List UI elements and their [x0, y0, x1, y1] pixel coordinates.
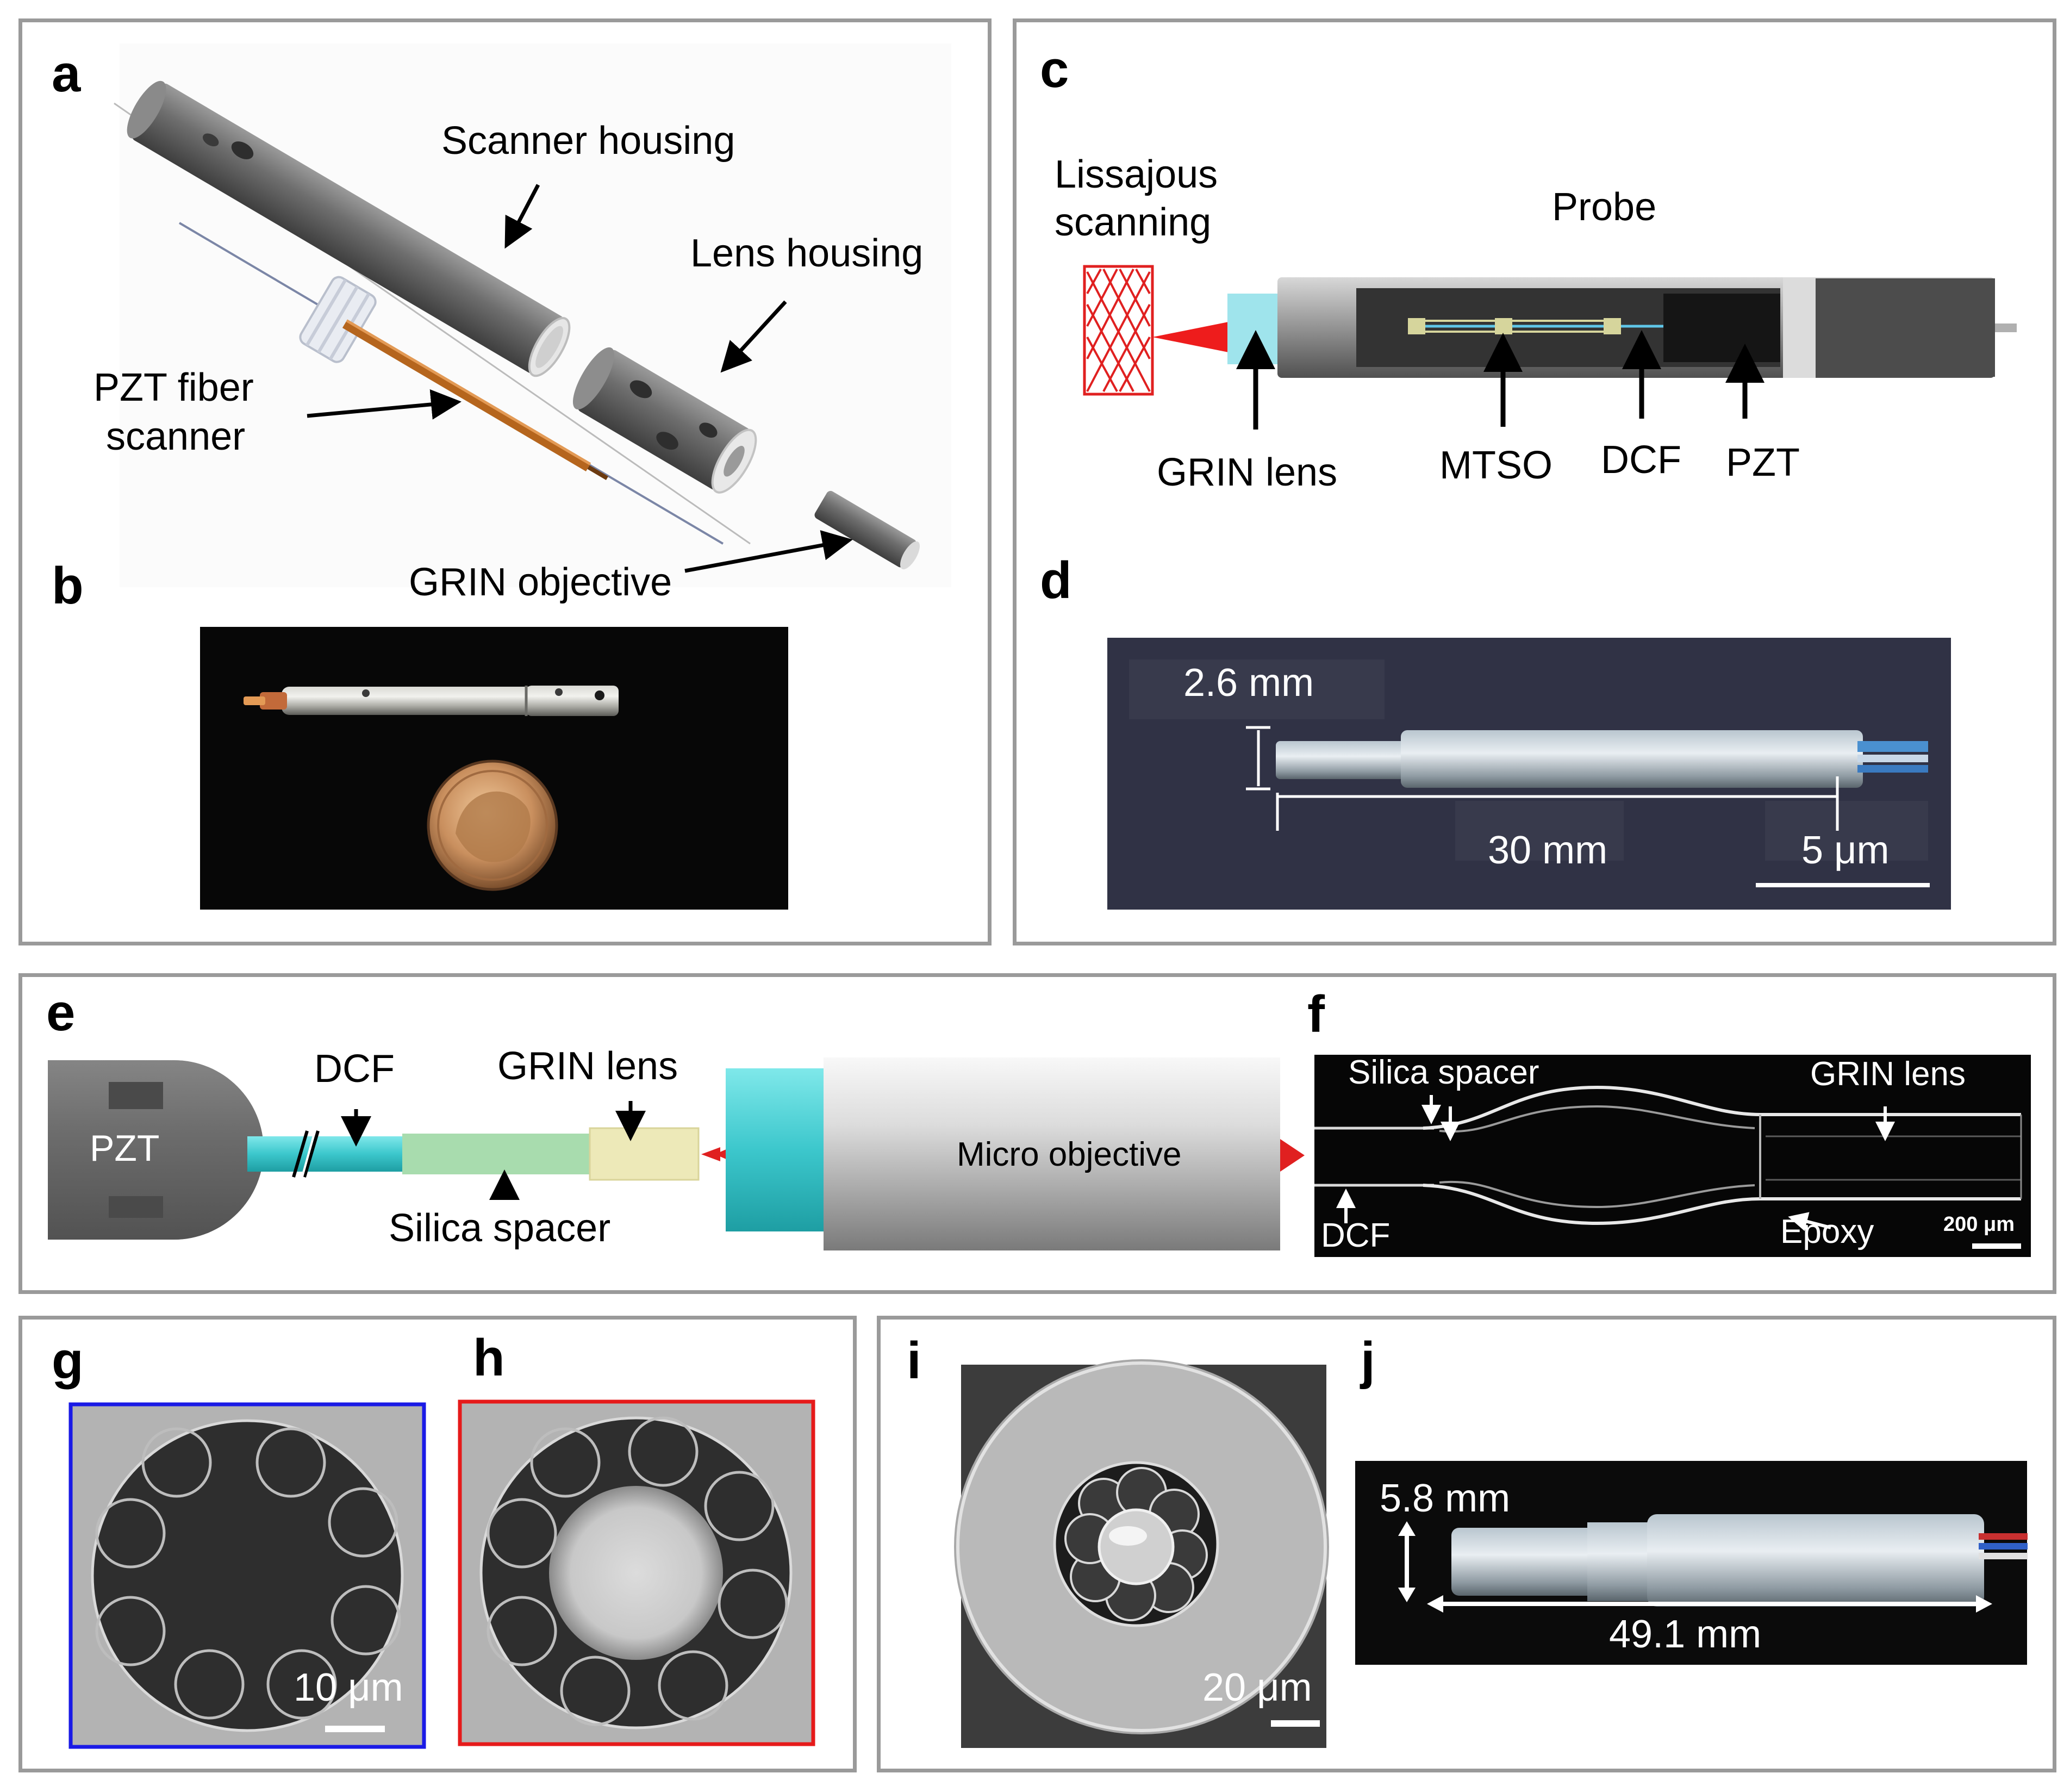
panel-label-e: e — [46, 984, 76, 1042]
label-lissajous-line1: Lissajous — [1055, 153, 1218, 196]
label-scale-f: 200 μm — [1943, 1213, 2015, 1236]
label-diameter-j: 5.8 mm — [1380, 1477, 1511, 1520]
panel-label-c: c — [1040, 40, 1069, 98]
label-diameter-d: 2.6 mm — [1183, 661, 1314, 705]
label-pzt-fiber-scanner-line2: scanner — [106, 415, 246, 458]
label-epoxy: Epoxy — [1780, 1213, 1874, 1250]
panel-label-h: h — [473, 1329, 505, 1387]
label-silica-spacer-e: Silica spacer — [389, 1206, 611, 1250]
label-scale-g: 10 μm — [294, 1666, 403, 1709]
label-lens-housing: Lens housing — [690, 232, 924, 275]
panel-label-g: g — [52, 1331, 84, 1390]
panel-label-d: d — [1040, 551, 1072, 609]
label-micro-objective: Micro objective — [957, 1136, 1182, 1173]
label-grin-objective: GRIN objective — [409, 561, 672, 604]
label-pzt-fiber-scanner-line1: PZT fiber — [93, 366, 254, 409]
label-dcf-f: DCF — [1321, 1217, 1391, 1254]
label-dcf-e: DCF — [314, 1047, 395, 1091]
label-grin-lens-c: GRIN lens — [1157, 451, 1338, 494]
label-scale-i: 20 μm — [1202, 1666, 1312, 1709]
label-mtso: MTSO — [1439, 444, 1552, 487]
panel-label-b: b — [52, 557, 84, 615]
label-length-j: 49.1 mm — [1609, 1613, 1762, 1656]
label-scale-d: 5 μm — [1801, 829, 1890, 872]
label-grin-lens-f: GRIN lens — [1810, 1055, 1966, 1093]
label-pzt-c: PZT — [1726, 441, 1800, 484]
panel-group-ij — [877, 1316, 2056, 1772]
panel-label-j: j — [1361, 1331, 1375, 1390]
label-probe: Probe — [1552, 185, 1657, 229]
optics-micrograph — [1314, 1055, 2031, 1257]
label-pzt-e: PZT — [90, 1128, 160, 1169]
panel-group-gh — [18, 1316, 857, 1772]
probe-and-coin-photo — [200, 627, 788, 910]
panel-label-i: i — [907, 1331, 921, 1390]
label-grin-lens-e: GRIN lens — [497, 1044, 678, 1088]
panel-label-f: f — [1307, 985, 1325, 1043]
label-dcf-c: DCF — [1601, 438, 1681, 482]
label-scanner-housing: Scanner housing — [441, 119, 735, 163]
panel-label-a: a — [52, 45, 81, 103]
label-silica-spacer-f: Silica spacer — [1348, 1054, 1539, 1091]
label-lissajous-line2: scanning — [1055, 201, 1212, 244]
label-length-d: 30 mm — [1488, 829, 1608, 872]
probe-photo-d — [1107, 638, 1951, 910]
